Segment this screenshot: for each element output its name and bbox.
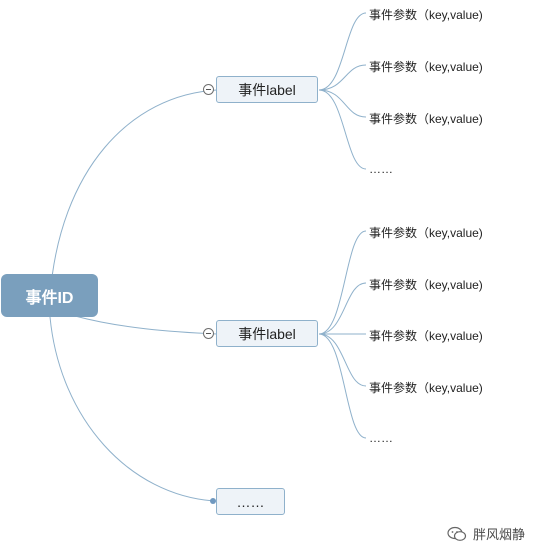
connector-b2-leaf-4	[318, 333, 367, 387]
leaf-b1-1[interactable]: 事件参数（key,value)	[369, 8, 483, 22]
branch-node-1[interactable]: 事件label	[216, 76, 318, 103]
watermark-text: 胖风烟静	[473, 527, 526, 542]
leaf-b2-1[interactable]: 事件参数（key,value)	[369, 226, 483, 240]
expand-dot-branch-3[interactable]	[210, 498, 216, 504]
leaf-b2-4[interactable]: 事件参数（key,value)	[369, 381, 483, 395]
root-node[interactable]: 事件ID	[1, 274, 98, 317]
connector-b2-leaf-1	[318, 230, 367, 335]
connector-b1-leaf-3	[318, 89, 367, 118]
root-node-label: 事件ID	[25, 289, 74, 307]
leaf-b1-2[interactable]: 事件参数（key,value)	[369, 60, 483, 74]
leaf-b1-4[interactable]: ……	[369, 162, 393, 176]
watermark: 胖风烟静	[447, 524, 525, 543]
collapse-toggle-branch-1[interactable]	[203, 84, 214, 95]
leaf-b2-5[interactable]: ……	[369, 431, 393, 445]
branch-node-1-label: 事件label	[238, 81, 296, 98]
connector-b2-leaf-5	[318, 333, 367, 439]
connector-root-branch-1	[49, 89, 218, 297]
wechat-icon	[447, 526, 467, 541]
branch-node-2[interactable]: 事件label	[216, 320, 318, 347]
branch-node-3[interactable]: ……	[216, 488, 285, 515]
leaf-b2-2[interactable]: 事件参数（key,value)	[369, 278, 483, 292]
collapse-toggle-branch-2[interactable]	[203, 328, 214, 339]
connector-root-branch-2	[74, 315, 218, 335]
connector-b1-leaf-2	[318, 64, 367, 91]
branch-node-2-label: 事件label	[238, 325, 296, 342]
connector-b2-leaf-2	[318, 282, 367, 335]
connector-root-branch-3	[49, 316, 215, 502]
connector-b1-leaf-4	[318, 89, 367, 170]
leaf-b1-3[interactable]: 事件参数（key,value)	[369, 112, 483, 126]
connector-b1-leaf-1	[318, 12, 367, 91]
leaf-b2-3[interactable]: 事件参数（key,value)	[369, 329, 483, 343]
branch-node-3-label: ……	[236, 493, 265, 510]
